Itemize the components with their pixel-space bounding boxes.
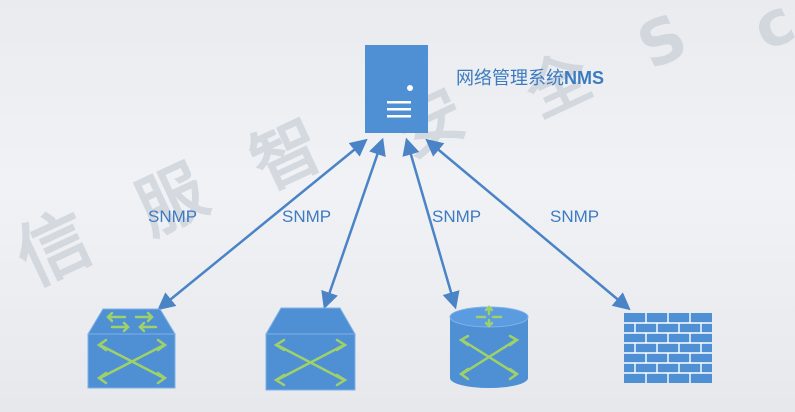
layer2-switch-icon [265, 307, 356, 391]
snmp-label-2: SNMP [282, 207, 332, 226]
server-title: 网络管理系统NMS [456, 64, 604, 90]
layer3-switch-icon [87, 308, 176, 389]
snmp-link-2 [321, 137, 386, 310]
server-title-en: NMS [564, 68, 604, 88]
snmp-link-4 [425, 138, 631, 311]
server-icon [365, 45, 428, 133]
firewall-icon [624, 313, 712, 383]
snmp-label-4: SNMP [550, 207, 600, 226]
snmp-label-3: SNMP [432, 207, 482, 226]
router-icon [449, 305, 529, 388]
server-title-cn: 网络管理系统 [456, 68, 564, 89]
snmp-label-1: SNMP [148, 207, 198, 226]
